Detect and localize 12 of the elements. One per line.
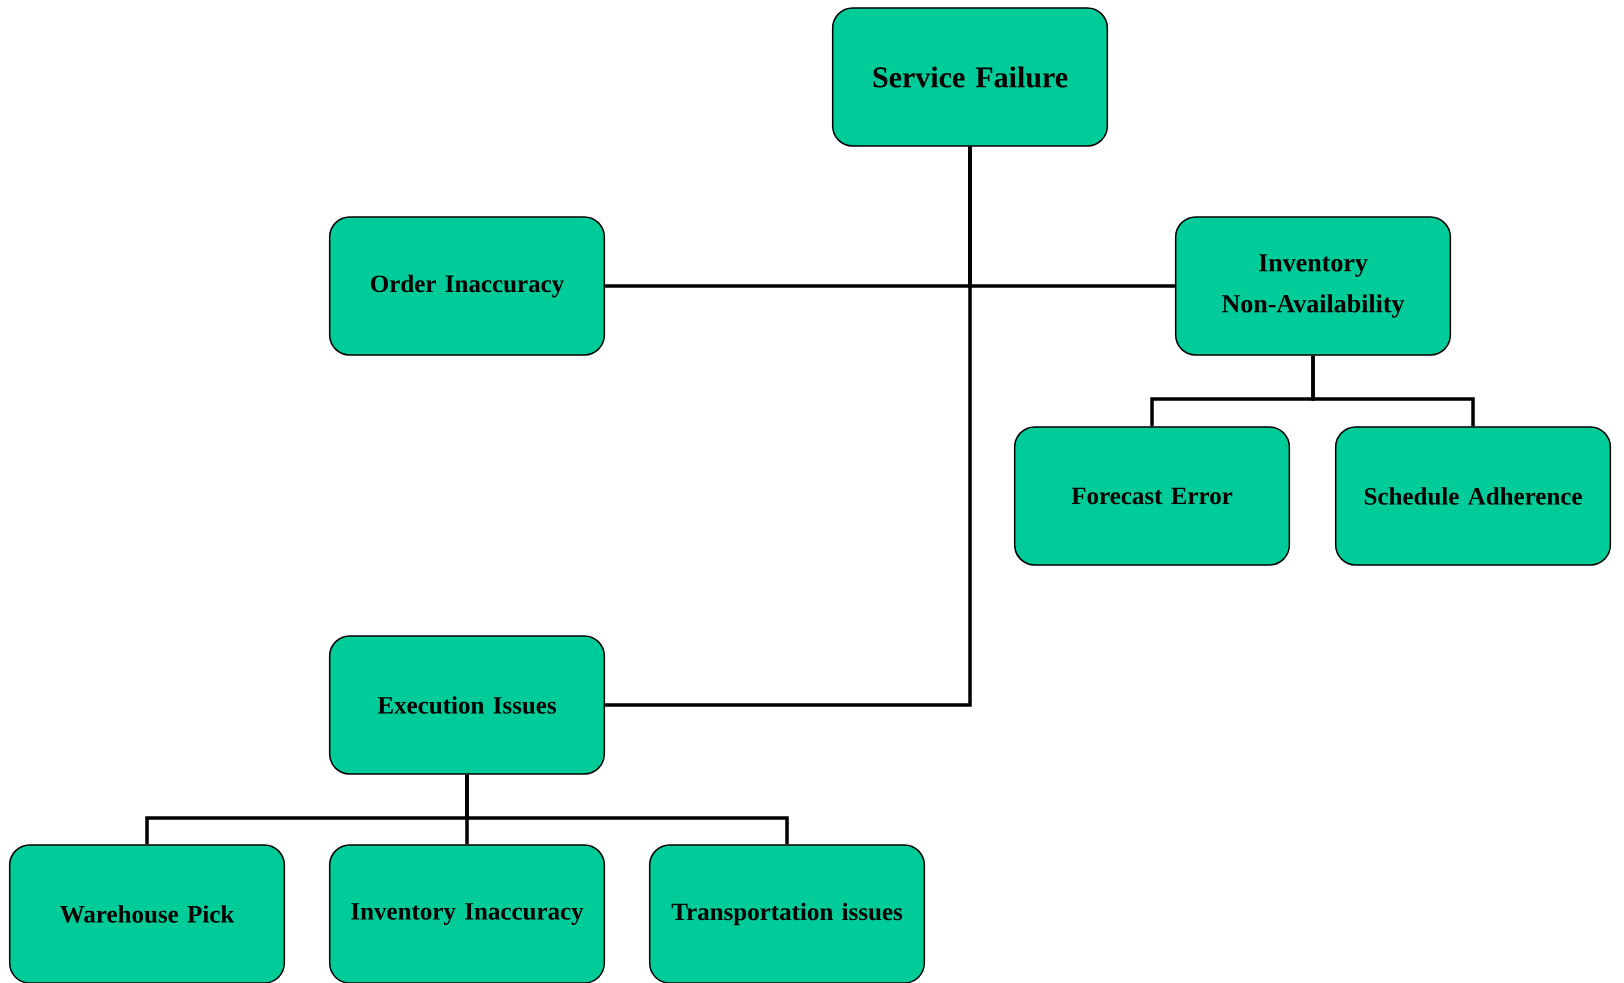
process-box: Order Inaccuracy [328, 216, 606, 356]
process-box: Transportation issues [648, 844, 926, 983]
connector-line [465, 774, 789, 845]
connector-line [1311, 355, 1475, 427]
process-box: Service Failure [831, 7, 1109, 147]
process-box: Forecast Error [1013, 426, 1291, 566]
process-box: Inventory Non-Availability [1174, 216, 1452, 356]
process-box: Schedule Adherence [1334, 426, 1612, 566]
connector-line [605, 146, 972, 707]
process-box: Inventory Inaccuracy [328, 844, 606, 983]
process-box: Execution Issues [328, 635, 606, 775]
process-box: Warehouse Pick [8, 844, 286, 983]
